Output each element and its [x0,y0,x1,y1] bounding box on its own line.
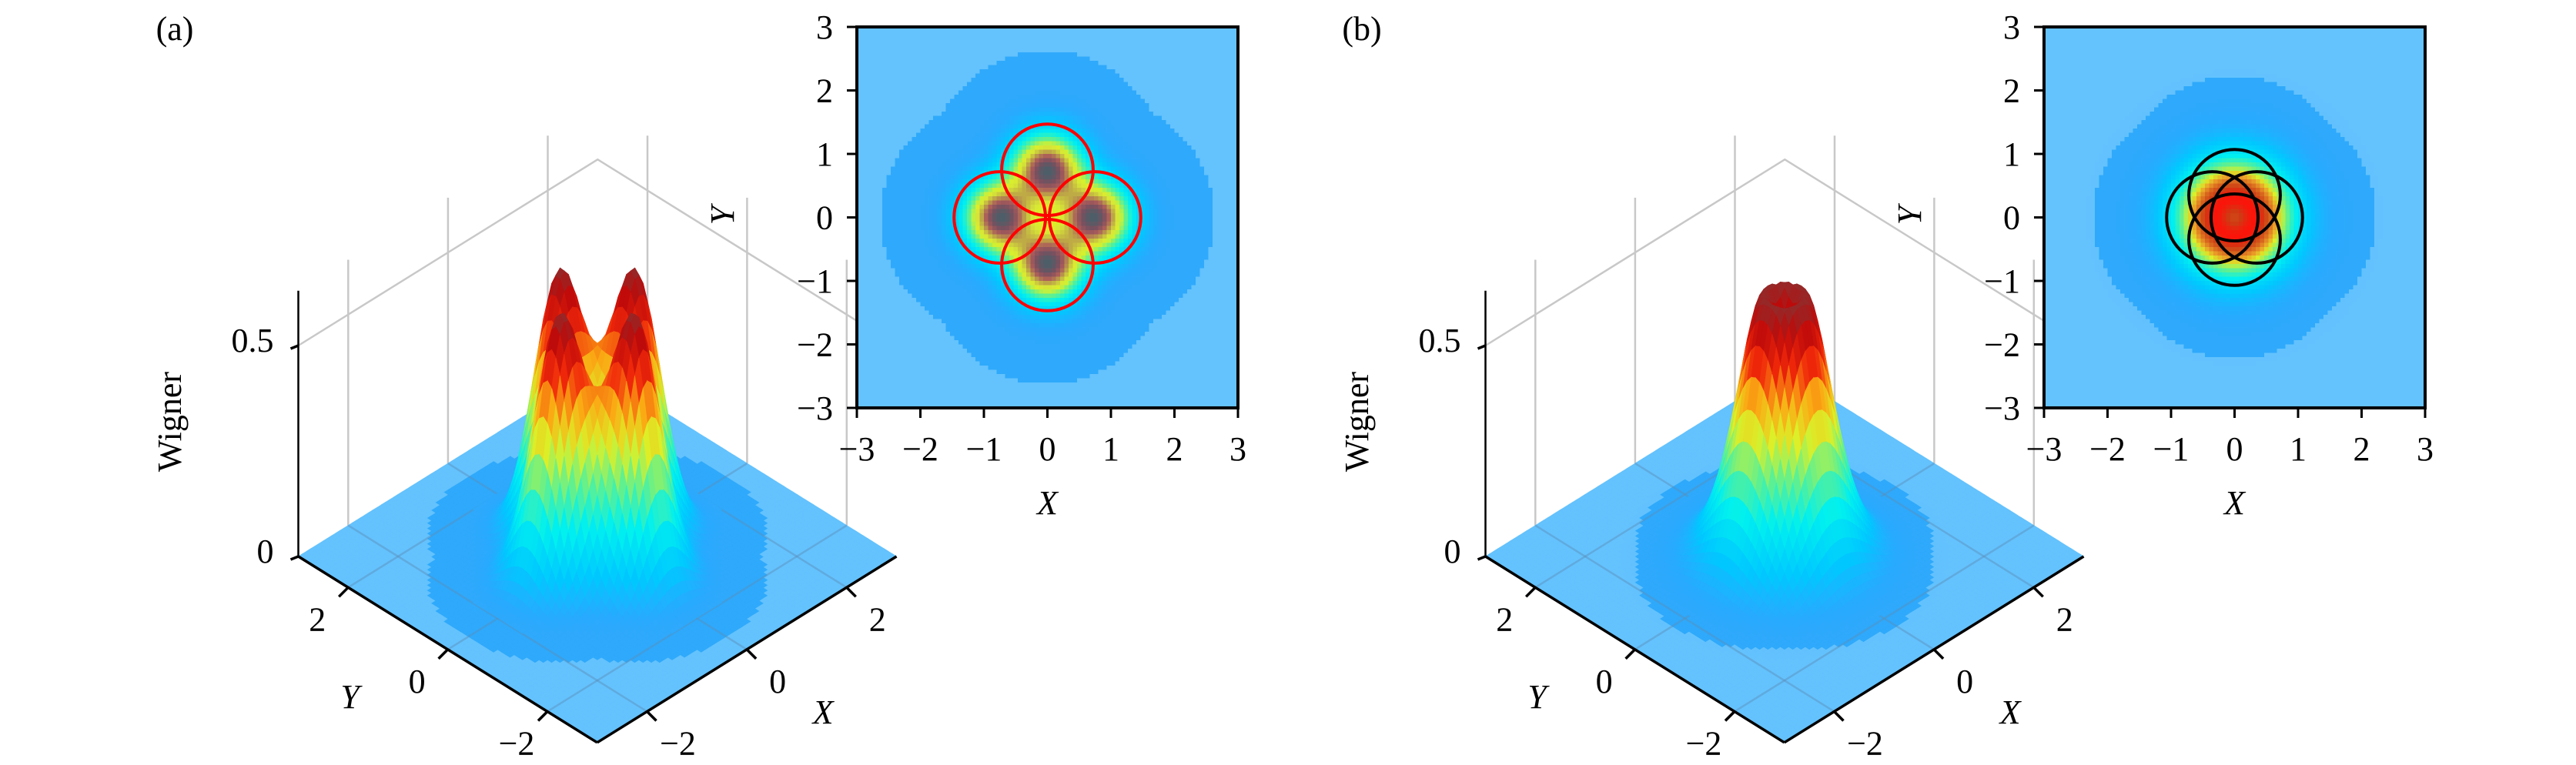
panel-label: (a) [156,10,194,48]
gridline-z-0.5 [299,159,897,346]
